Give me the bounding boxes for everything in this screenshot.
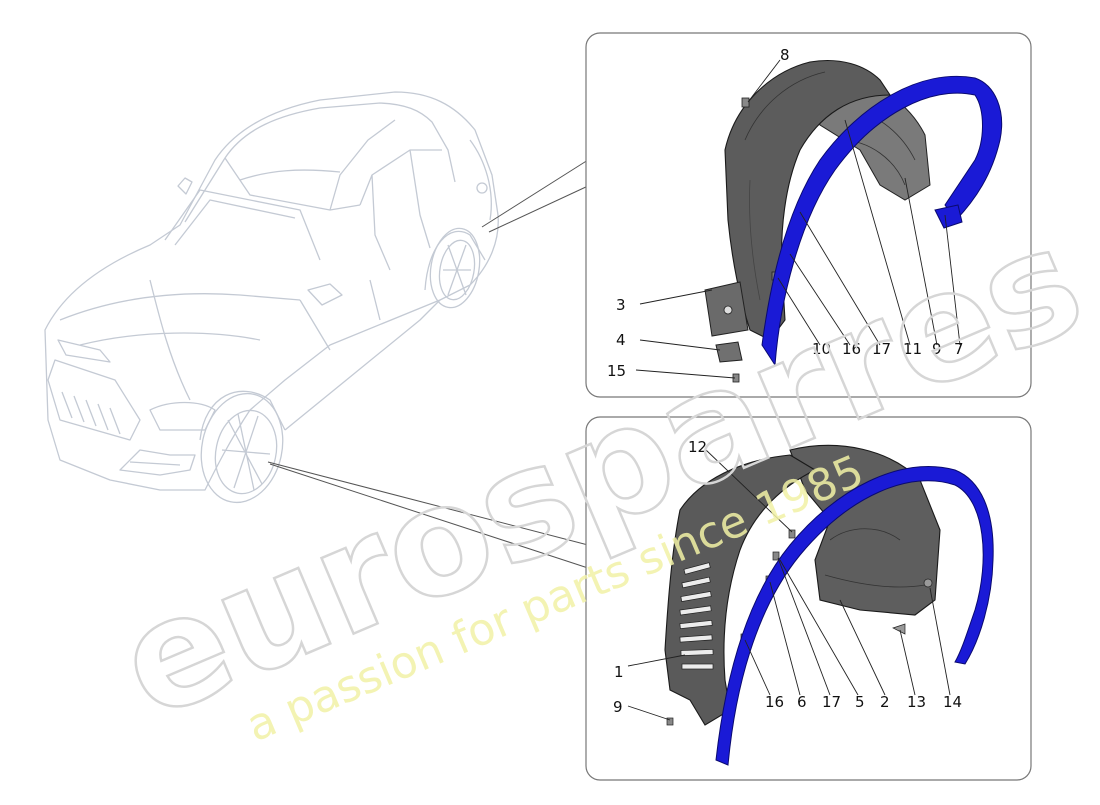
car-outline <box>44 91 499 504</box>
lower-callout: 1 <box>614 663 624 681</box>
lower-callout: 17 <box>822 693 841 711</box>
lower-callout: 5 <box>855 693 865 711</box>
upper-callout: 10 <box>812 340 831 358</box>
upper-callout-leaders <box>635 59 961 379</box>
upper-callout: 7 <box>954 340 964 358</box>
upper-callout: 3 <box>616 296 626 314</box>
upper-callout: 15 <box>607 362 626 380</box>
upper-callout: 16 <box>842 340 861 358</box>
upper-wheel-liner <box>704 59 931 383</box>
lower-blue-trim <box>715 466 994 766</box>
lower-callout: 6 <box>797 693 807 711</box>
upper-callout: 17 <box>872 340 891 358</box>
lower-callout: 14 <box>943 693 962 711</box>
upper-callout: 11 <box>903 340 922 358</box>
upper-callout: 4 <box>616 331 626 349</box>
panel-leader-lines <box>267 159 589 569</box>
upper-blue-trim <box>761 76 1003 367</box>
lower-callout: 9 <box>613 698 623 716</box>
upper-callout: 9 <box>932 340 942 358</box>
lower-wheel-liner <box>664 444 941 726</box>
lower-callout: 16 <box>765 693 784 711</box>
upper-callout: 8 <box>780 46 790 64</box>
lower-callout: 13 <box>907 693 926 711</box>
lower-callouts: 12 1 9 16 6 17 5 2 13 14 <box>613 438 962 716</box>
lower-callout: 12 <box>688 438 707 456</box>
liner-vent-slots <box>679 562 714 670</box>
lower-callout: 2 <box>880 693 890 711</box>
lower-callout-leaders <box>627 449 951 721</box>
upper-callouts: 8 3 4 15 10 16 17 11 9 7 <box>607 46 964 380</box>
